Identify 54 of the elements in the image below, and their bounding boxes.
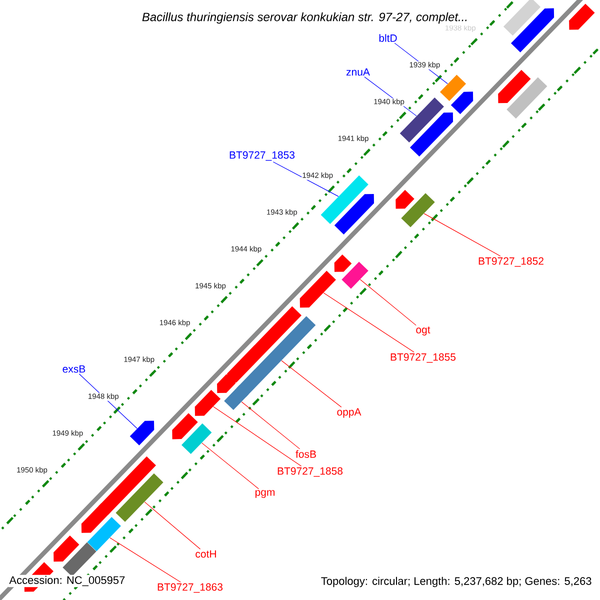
gene-feature: [410, 112, 454, 157]
gene-feature: [217, 374, 236, 394]
gene-feature: [498, 70, 531, 104]
gene-feature: [81, 503, 111, 533]
gene-feature: [300, 270, 336, 308]
leader-line: [110, 537, 181, 582]
gene-feature: [334, 254, 352, 272]
accession-text: Accession: NC_005957: [8, 574, 126, 588]
gene-feature: [334, 194, 374, 234]
genome-info-text: Topology: circular; Length: 5,237,682 bp; Genes: 5,263: [318, 574, 594, 590]
gene-feature: [569, 4, 595, 30]
leader-line: [360, 279, 416, 326]
leader-line: [144, 502, 201, 550]
gene-block: [503, 0, 541, 36]
gene-block: [62, 542, 96, 576]
gene-label: BT9727_1858: [278, 467, 343, 477]
gene-feature: [396, 190, 414, 209]
gene-label: BT9727_1855: [390, 353, 456, 363]
gene-label: BT9727_1853: [230, 151, 295, 161]
gene-label: znuA: [346, 68, 370, 76]
gene-label: pgm: [255, 490, 274, 498]
gene-feature: [99, 456, 156, 515]
gene-label: BT9727_1863: [158, 583, 223, 593]
gene-feature: [510, 8, 554, 52]
gene-block: [236, 316, 316, 397]
gene-label: fosB: [296, 450, 316, 458]
gene-feature: [194, 390, 221, 416]
map-title: Bacillus thuringiensis serovar konkukian str. 97-27, complet...: [140, 10, 470, 26]
leader-line: [323, 292, 414, 352]
leader-line: [241, 402, 300, 450]
leader-line: [213, 406, 302, 466]
gene-block: [116, 473, 164, 522]
gene-block: [224, 385, 249, 410]
gene-feature: [450, 92, 474, 114]
gene-block: [401, 193, 435, 228]
gene-block: [87, 517, 121, 552]
gene-block: [182, 423, 212, 454]
gene-feature: [130, 420, 154, 446]
gene-block: [506, 77, 548, 119]
gene-label: oppA: [337, 408, 362, 418]
gene-label: bltD: [379, 34, 397, 42]
gene-feature: [227, 306, 302, 383]
gene-feature: [172, 413, 198, 440]
gene-label: exsB: [62, 365, 86, 373]
gene-block: [440, 74, 466, 102]
gene-label: BT9727_1852: [478, 257, 544, 267]
leader-line: [424, 213, 501, 256]
gene-feature: [54, 536, 80, 562]
leader-line: [202, 442, 259, 490]
leader-line: [281, 360, 342, 408]
leader-line: [272, 162, 339, 197]
gene-label: ogt: [416, 326, 430, 336]
gene-block: [342, 262, 368, 289]
gene-label: cotH: [196, 550, 216, 558]
